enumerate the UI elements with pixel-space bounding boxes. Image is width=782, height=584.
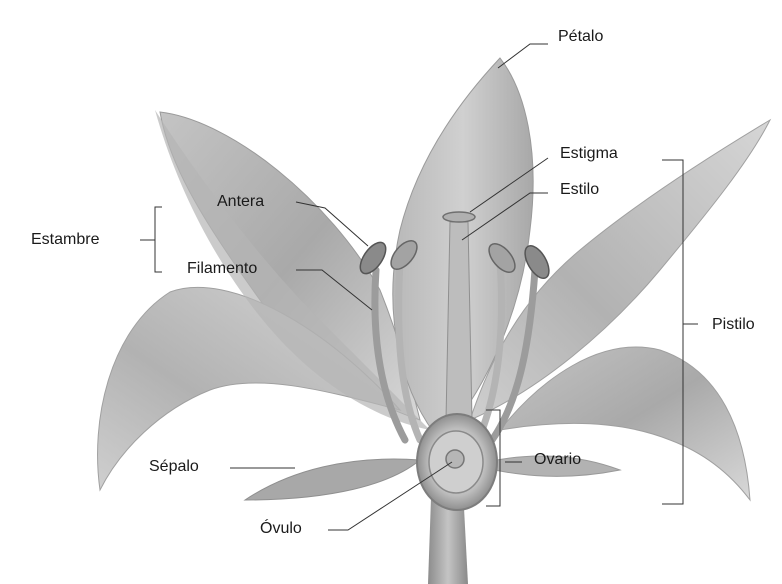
label-antera: Antera bbox=[217, 194, 264, 210]
label-filamento: Filamento bbox=[187, 261, 257, 277]
label-estigma: Estigma bbox=[560, 146, 618, 162]
label-estilo: Estilo bbox=[560, 182, 599, 198]
label-sepalo: Sépalo bbox=[149, 459, 199, 475]
label-ovulo: Óvulo bbox=[260, 521, 302, 537]
sepal bbox=[245, 459, 420, 500]
label-estambre: Estambre bbox=[31, 232, 99, 248]
style bbox=[446, 222, 472, 420]
stigma bbox=[443, 212, 475, 222]
ovule bbox=[446, 450, 464, 468]
label-pistilo: Pistilo bbox=[712, 317, 755, 333]
label-petalo: Pétalo bbox=[558, 29, 603, 45]
label-ovario: Ovario bbox=[534, 452, 581, 468]
